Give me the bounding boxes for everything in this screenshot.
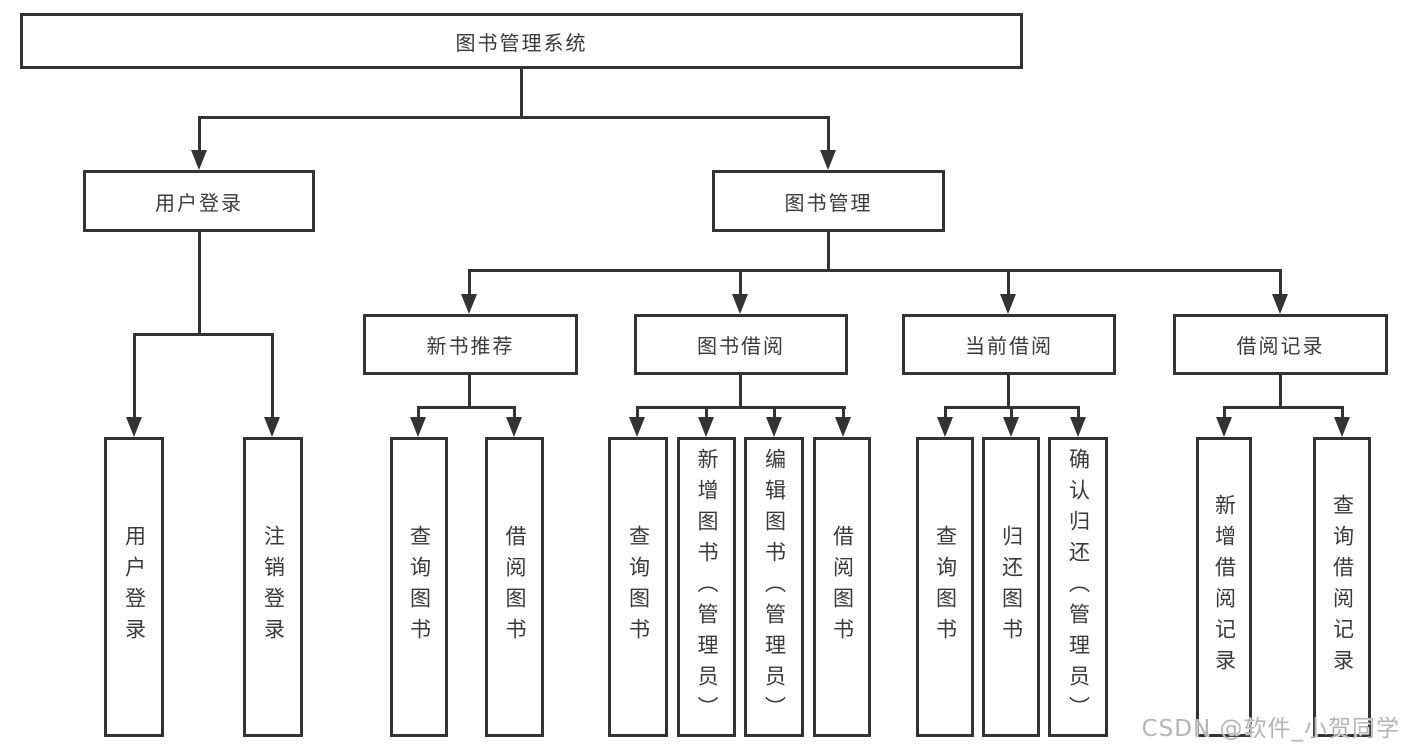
- watermark: CSDN @软件_小贺同学: [1141, 716, 1400, 742]
- leaf-label: 借阅图书: [503, 525, 527, 649]
- node-book-management: 图书管理: [712, 170, 945, 232]
- node-label: 新书推荐: [426, 334, 515, 358]
- arrow-down-icon: [1216, 417, 1232, 437]
- connector-line: [133, 333, 136, 418]
- node-label: 图书管理: [784, 190, 873, 215]
- leaf-logout: 注销登录: [243, 437, 303, 737]
- leaf-label: 编辑图书（管理员）: [762, 447, 787, 727]
- connector-line: [827, 116, 830, 151]
- leaf-label: 注销登录: [261, 525, 286, 649]
- connector-line: [520, 68, 523, 119]
- connector-line: [198, 116, 201, 151]
- connector-line: [198, 116, 830, 119]
- connector-line: [468, 374, 471, 409]
- node-label: 图书借阅: [697, 334, 785, 358]
- node-user-login: 用户登录: [83, 170, 315, 232]
- connector-line: [739, 374, 742, 409]
- arrow-down-icon: [1070, 417, 1086, 437]
- connector-line: [468, 269, 471, 296]
- connector-line: [1223, 406, 1226, 418]
- leaf-label: 新增图书（管理员）: [695, 447, 719, 727]
- leaf-label: 用户登录: [122, 525, 147, 649]
- arrow-down-icon: [264, 417, 280, 437]
- connector-line: [827, 232, 830, 272]
- node-label: 用户登录: [155, 190, 243, 215]
- leaf-user-login: 用户登录: [104, 437, 164, 737]
- connector-line: [636, 406, 846, 409]
- connector-line: [468, 269, 1282, 272]
- connector-line: [417, 406, 516, 409]
- node-label: 当前借阅: [965, 334, 1053, 358]
- connector-line: [1279, 269, 1282, 296]
- arrow-down-icon: [937, 417, 953, 437]
- leaf-edit-books-admin: 编辑图书（管理员）: [744, 437, 804, 737]
- node-book-borrowing: 图书借阅: [634, 314, 848, 375]
- arrow-down-icon: [191, 150, 207, 170]
- connector-line: [198, 232, 201, 335]
- leaf-confirm-return-admin: 确认归还（管理员）: [1048, 437, 1108, 737]
- connector-line: [739, 269, 742, 296]
- leaf-return-books: 归还图书: [982, 437, 1040, 737]
- leaf-label: 新增借阅记录: [1212, 494, 1237, 680]
- node-current-borrowing: 当前借阅: [902, 314, 1116, 375]
- connector-line: [417, 406, 420, 418]
- node-label: 借阅记录: [1236, 334, 1325, 358]
- leaf-label: 借阅图书: [830, 525, 855, 649]
- leaf-borrow-books-recommend: 借阅图书: [485, 437, 544, 737]
- connector-line: [944, 406, 947, 418]
- connector-line: [271, 333, 274, 418]
- connector-line: [133, 333, 274, 336]
- leaf-label: 查询图书: [407, 525, 432, 649]
- leaf-query-books-borrowing: 查询图书: [608, 437, 668, 737]
- arrow-down-icon: [820, 150, 836, 170]
- leaf-label: 查询借阅记录: [1330, 494, 1355, 680]
- connector-line: [1007, 269, 1010, 296]
- arrow-down-icon: [629, 417, 645, 437]
- connector-line: [1279, 374, 1282, 409]
- leaf-add-books-admin: 新增图书（管理员）: [677, 437, 736, 737]
- leaf-label: 归还图书: [999, 525, 1024, 649]
- connector-line: [513, 406, 516, 418]
- leaf-borrow-books-borrowing: 借阅图书: [813, 437, 871, 737]
- arrow-down-icon: [1334, 417, 1350, 437]
- arrow-down-icon: [1272, 294, 1288, 314]
- arrow-down-icon: [1003, 417, 1019, 437]
- leaf-query-books-recommend: 查询图书: [390, 437, 448, 737]
- connector-line: [1077, 406, 1080, 418]
- connector-line: [636, 406, 639, 418]
- connector-line: [1341, 406, 1344, 418]
- connector-line: [1223, 406, 1344, 409]
- arrow-down-icon: [698, 417, 714, 437]
- node-library-system: 图书管理系统: [20, 13, 1023, 69]
- connector-line: [1010, 406, 1013, 418]
- node-label: 图书管理系统: [455, 30, 588, 55]
- leaf-label: 确认归还（管理员）: [1066, 447, 1091, 727]
- arrow-down-icon: [506, 417, 522, 437]
- leaf-add-borrow-record: 新增借阅记录: [1196, 437, 1252, 737]
- connector-line: [705, 406, 708, 418]
- arrow-down-icon: [461, 294, 477, 314]
- arrow-down-icon: [126, 417, 142, 437]
- node-new-book-recommendation: 新书推荐: [363, 314, 578, 375]
- leaf-query-borrow-record: 查询借阅记录: [1313, 437, 1371, 737]
- leaf-label: 查询图书: [626, 525, 651, 649]
- arrow-down-icon: [1000, 294, 1016, 314]
- connector-line: [1007, 374, 1010, 409]
- node-borrowing-records: 借阅记录: [1173, 314, 1388, 375]
- arrow-down-icon: [732, 294, 748, 314]
- connector-line: [773, 406, 776, 418]
- arrow-down-icon: [766, 417, 782, 437]
- leaf-query-books-current: 查询图书: [916, 437, 974, 737]
- leaf-label: 查询图书: [933, 525, 958, 649]
- arrow-down-icon: [410, 417, 426, 437]
- arrow-down-icon: [835, 417, 851, 437]
- connector-line: [842, 406, 845, 418]
